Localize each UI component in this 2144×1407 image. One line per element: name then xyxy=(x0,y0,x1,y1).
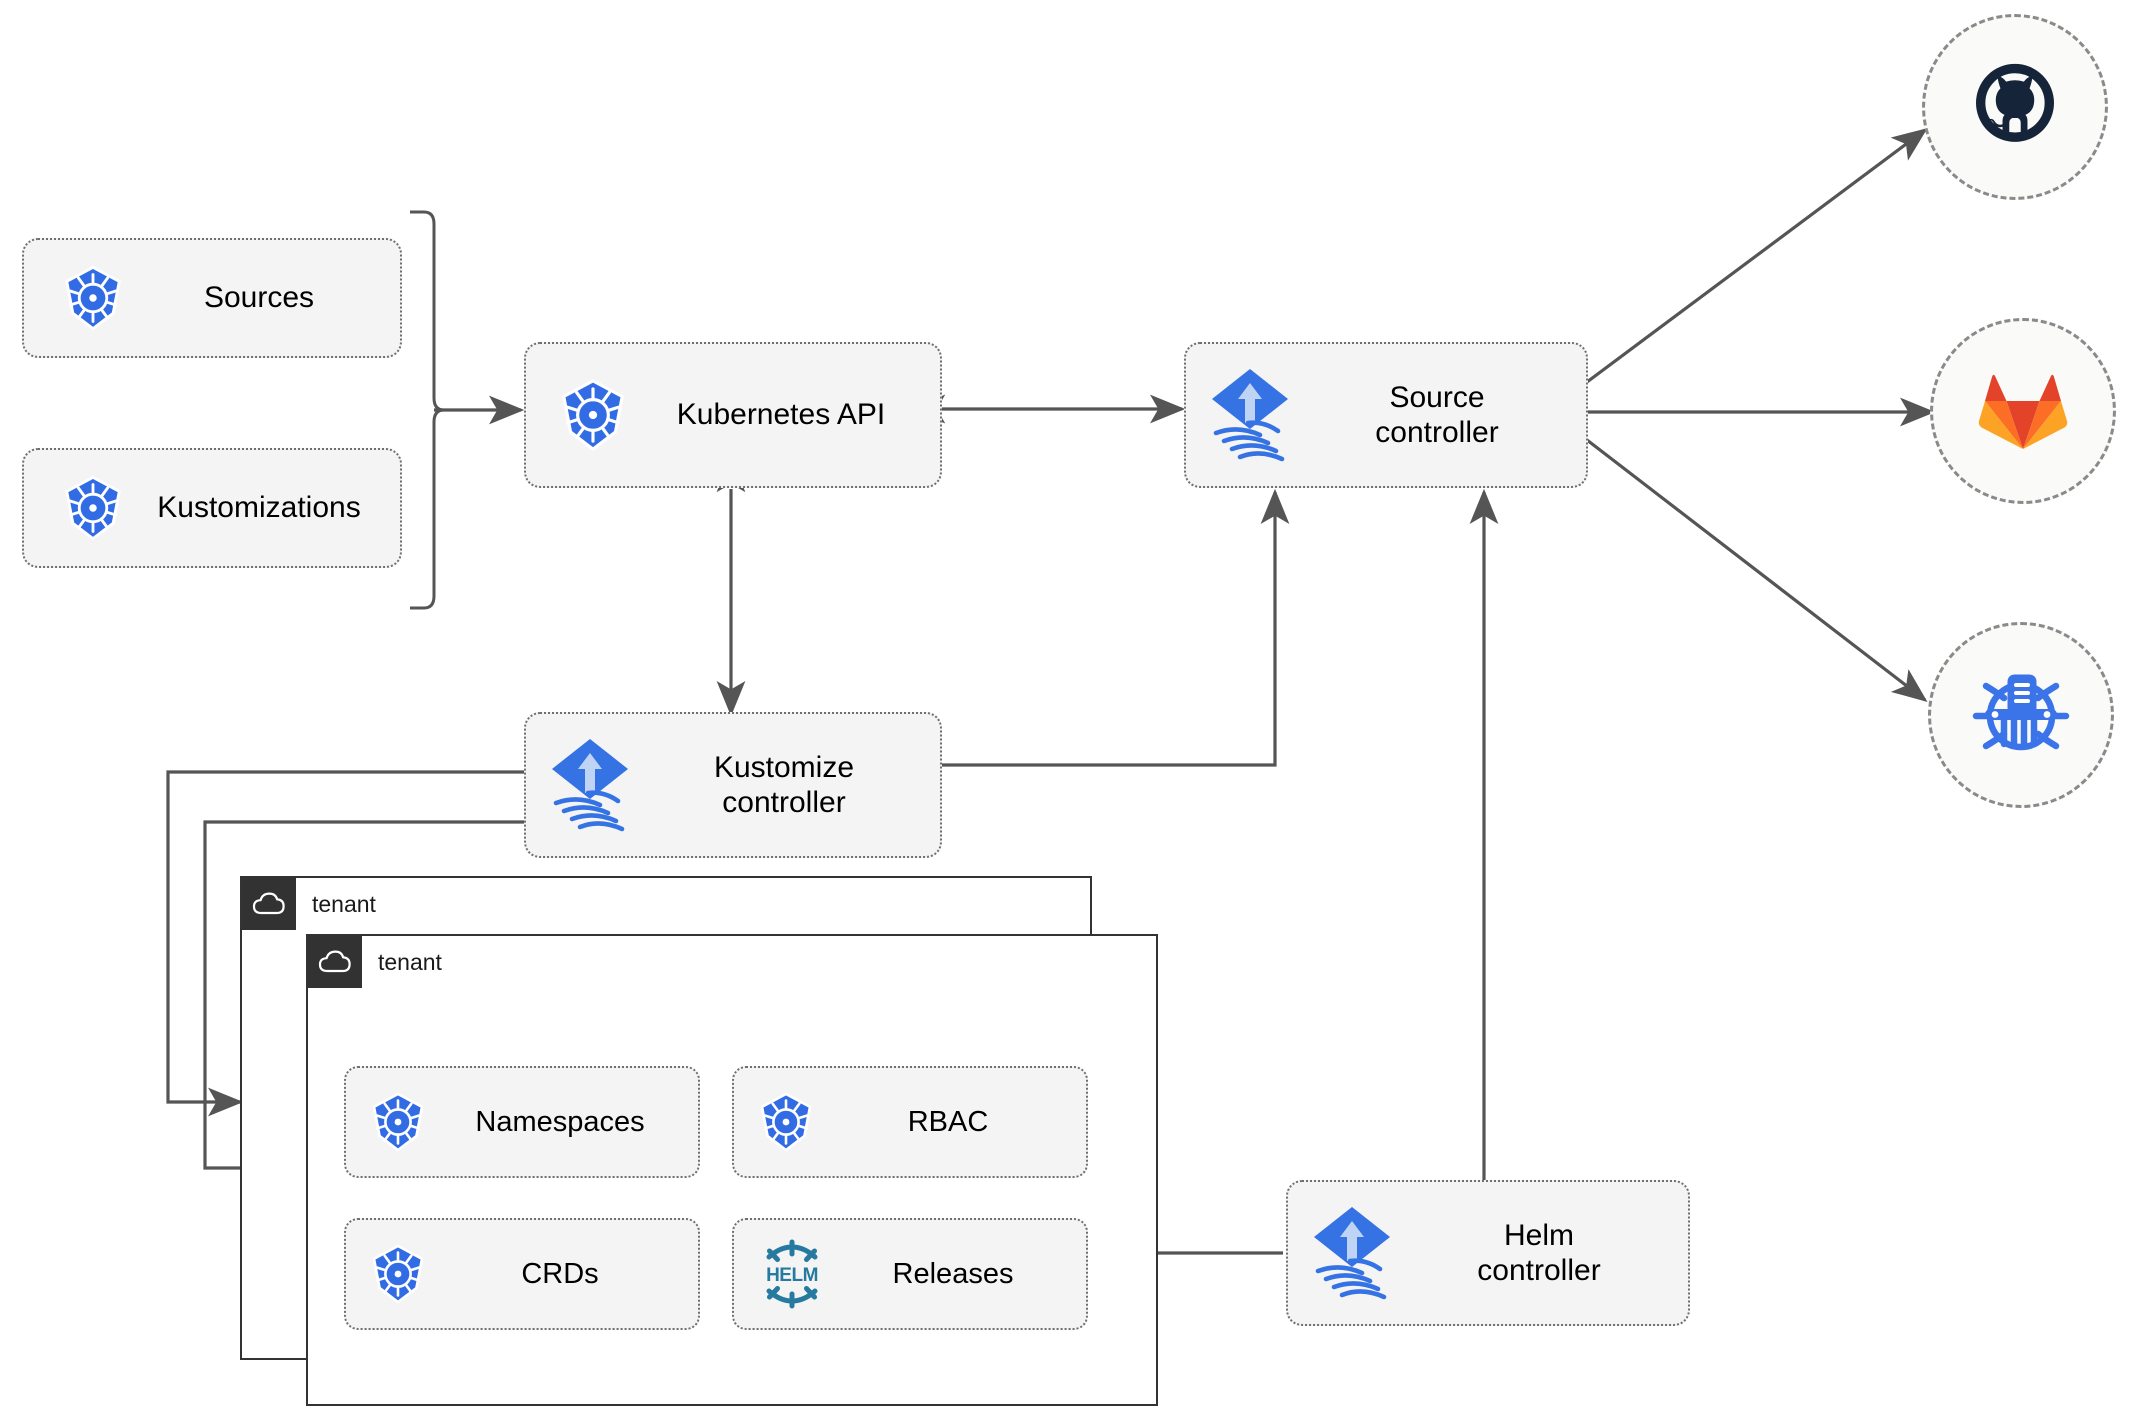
tenant-label: tenant xyxy=(378,948,442,975)
tenant-resource-label: CRDs xyxy=(521,1257,599,1290)
kubernetes-icon xyxy=(58,473,128,543)
node-label: Helm controller xyxy=(1477,1218,1601,1287)
tenant-resource-crds[interactable]: CRDs xyxy=(344,1218,700,1330)
node-kubernetes-api[interactable]: Kubernetes API xyxy=(524,342,942,488)
svg-text:HELM: HELM xyxy=(766,1265,818,1286)
flux-icon xyxy=(1304,1199,1400,1307)
node-kustomizations[interactable]: Kustomizations xyxy=(22,448,402,568)
tenant-header: tenant xyxy=(308,936,442,988)
gitlab-icon xyxy=(1977,365,2069,458)
tenant-resource-releases[interactable]: HELM Releases xyxy=(732,1218,1088,1330)
tenant-resource-rbac[interactable]: RBAC xyxy=(732,1066,1088,1178)
node-label: Source controller xyxy=(1375,380,1499,449)
bucket-helm-icon xyxy=(1966,658,2076,773)
node-label: Sources xyxy=(203,281,315,315)
tenant-container-front[interactable]: tenant xyxy=(306,934,1158,1406)
tenant-label: tenant xyxy=(312,890,376,917)
tenant-resource-label: RBAC xyxy=(907,1105,989,1138)
tenant-resource-namespaces[interactable]: Namespaces xyxy=(344,1066,700,1178)
endpoint-bucket[interactable] xyxy=(1928,622,2114,808)
flux-icon xyxy=(542,731,638,839)
cloud-icon xyxy=(308,936,362,988)
endpoint-github[interactable] xyxy=(1922,14,2108,200)
github-icon xyxy=(1963,53,2067,162)
kubernetes-icon xyxy=(366,1242,430,1306)
flux-icon xyxy=(1202,361,1298,469)
kubernetes-icon xyxy=(58,263,128,333)
kubernetes-icon xyxy=(366,1090,430,1154)
node-label: Kustomize controller xyxy=(713,750,855,819)
tenant-resource-label: Namespaces xyxy=(475,1105,645,1138)
kubernetes-icon xyxy=(554,376,632,454)
tenant-header: tenant xyxy=(242,878,376,930)
node-sources[interactable]: Sources xyxy=(22,238,402,358)
endpoint-gitlab[interactable] xyxy=(1930,318,2116,504)
tenant-resource-label: Releases xyxy=(892,1257,1014,1290)
node-source-controller[interactable]: Source controller xyxy=(1184,342,1588,488)
helm-icon: HELM xyxy=(756,1239,828,1309)
cloud-icon xyxy=(242,878,296,930)
kubernetes-icon xyxy=(754,1090,818,1154)
node-label: Kubernetes API xyxy=(676,398,886,432)
node-helm-controller[interactable]: Helm controller xyxy=(1286,1180,1690,1326)
node-kustomize-controller[interactable]: Kustomize controller xyxy=(524,712,942,858)
node-label: Kustomizations xyxy=(157,491,361,525)
